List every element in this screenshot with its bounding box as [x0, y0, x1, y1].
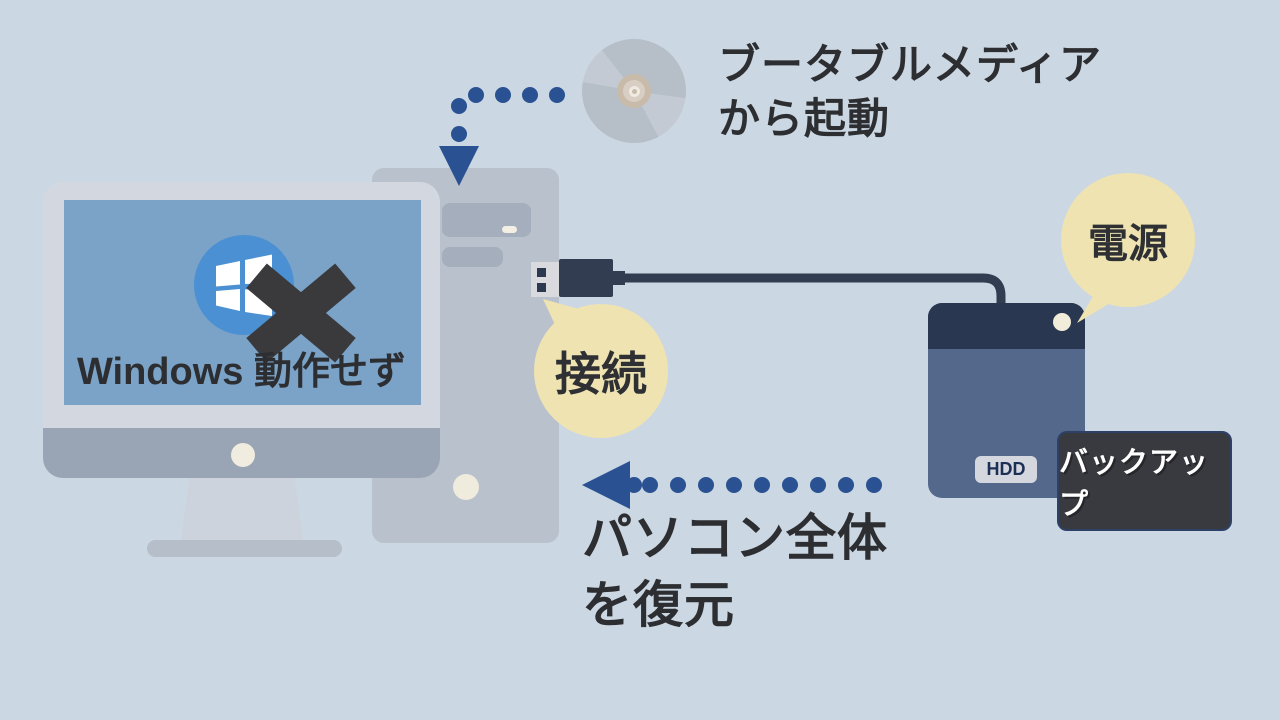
restore-caption: パソコン全体 を復元 [582, 505, 888, 639]
usb-plug-boot [611, 271, 625, 285]
boot-caption-line2: から起動 [718, 95, 891, 142]
monitor-power-button [231, 443, 255, 467]
restore-caption-line2: を復元 [582, 577, 735, 633]
boot-caption-line1: ブータブルメディア [718, 41, 1103, 88]
windows-logo-icon [194, 235, 294, 335]
usb-port-icon [531, 262, 559, 297]
connect-bubble: 接続 [534, 304, 668, 438]
usb-pin [537, 283, 546, 292]
restore-arrow-left-icon [582, 461, 630, 509]
screen-status-text: Windows 動作せず [77, 351, 406, 393]
usb-plug-icon [559, 259, 613, 297]
hdd-power-led [1053, 313, 1071, 331]
power-bubble: 電源 [1061, 173, 1195, 307]
tower-power-button [453, 474, 479, 500]
restore-caption-line1: パソコン全体 [582, 510, 888, 566]
hdd-badge: HDD [975, 456, 1037, 483]
drive-slot-led [502, 226, 517, 233]
monitor-stand [181, 478, 303, 540]
monitor-base [147, 540, 342, 557]
usb-pin [537, 268, 546, 277]
disc-hub [617, 74, 651, 108]
bootable-disc-icon [582, 39, 686, 143]
bootable-media-caption: ブータブルメディア から起動 [718, 38, 1102, 146]
backup-tag: バックアップ [1057, 431, 1232, 531]
error-x-icon [246, 263, 356, 363]
optical-drive-slot [442, 203, 531, 237]
drive-slot [442, 247, 503, 267]
